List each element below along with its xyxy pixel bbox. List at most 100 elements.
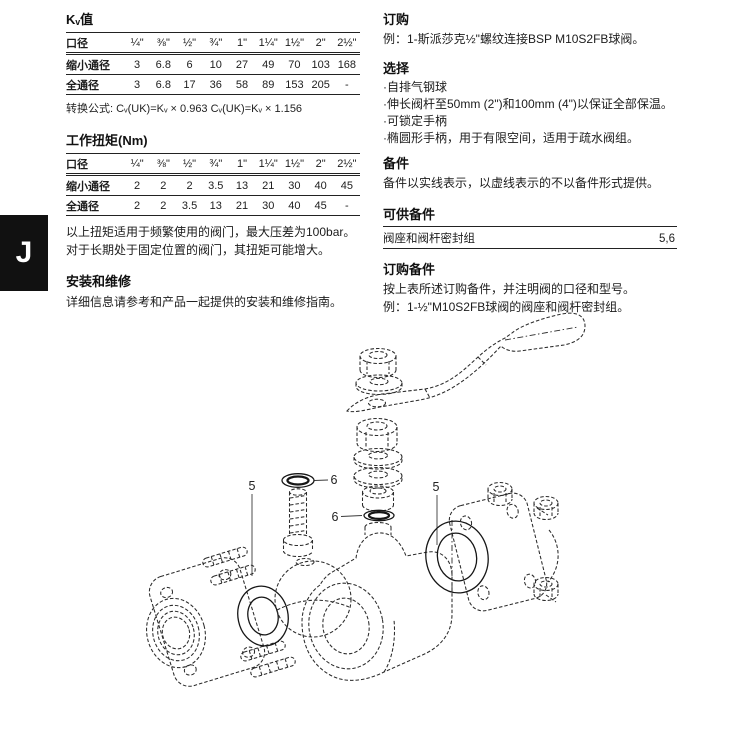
order-spares-line2: 例：1-½"M10S2FB球阀的阀座和阀杆密封组。 — [383, 300, 630, 314]
table-cell: 103 — [307, 53, 334, 75]
handle-top-nut — [359, 347, 397, 379]
table-cell: 30 — [255, 195, 282, 216]
option-item: ·自排气钢球 — [383, 80, 447, 94]
table-cell: 1½" — [281, 153, 308, 176]
options-list: ·自排气钢球 ·伸长阀杆至50mm (2")和100mm (4")以保证全部保温… — [383, 79, 677, 147]
table-cell: - — [333, 74, 360, 95]
order-heading: 订购 — [383, 12, 410, 27]
table-cell: 70 — [281, 53, 308, 75]
stem-nut — [356, 417, 398, 452]
section-tab-letter: J — [15, 236, 33, 269]
table-cell: 21 — [228, 195, 256, 216]
table-cell: ⅜" — [150, 32, 177, 55]
order-spares-heading: 订购备件 — [383, 262, 436, 277]
table-cell: 2" — [307, 32, 334, 55]
table-cell: 3 — [124, 74, 151, 95]
kv-table-title: Kᵥ值 — [66, 12, 94, 27]
order-example: 例：1-斯派莎克½"螺纹连接BSP M10S2FB球阀。 — [383, 32, 645, 46]
torque-note-line2: 对于长期处于固定位置的阀门，其扭矩可能增大。 — [66, 243, 331, 257]
table-cell: 1½" — [281, 32, 308, 55]
table-cell: 168 — [333, 53, 360, 75]
table-cell: 3 — [124, 53, 151, 75]
body-neck — [364, 521, 392, 535]
stem-seal — [363, 509, 395, 522]
table-cell: 6.8 — [150, 53, 177, 75]
table-cell: 17 — [176, 74, 203, 95]
right-column: 订购 例：1-斯派莎克½"螺纹连接BSP M10S2FB球阀。 选择 ·自排气钢… — [383, 9, 677, 316]
right-end-connector — [448, 492, 559, 612]
table-cell: 3.5 — [202, 174, 229, 196]
label-6-upper: 6 — [331, 473, 338, 487]
install-text: 详细信息请参考和产品一起提供的安装和维修指南。 — [66, 295, 343, 309]
table-cell: 2½" — [333, 32, 360, 55]
table-cell: ⅜" — [150, 153, 177, 176]
label-5-right: 5 — [433, 480, 440, 494]
table-cell: 45 — [333, 174, 360, 196]
spares-text: 备件以实线表示，以虚线表示的不以备件形式提供。 — [383, 176, 660, 190]
exploded-valve-diagram: 5 6 6 5 — [146, 312, 586, 687]
torque-table-title: 工作扭矩(Nm) — [66, 133, 148, 148]
row-label: 缩小通径 — [66, 53, 124, 75]
kv-conversion-formula: 转换公式: Cᵥ(UK)=Kᵥ × 0.963 Cᵥ(UK)=Kᵥ × 1.15… — [66, 103, 303, 115]
handle-lever — [346, 312, 586, 413]
options-heading: 选择 — [383, 61, 410, 76]
table-cell: 1" — [228, 153, 256, 176]
spares-heading: 备件 — [383, 156, 410, 171]
table-cell: ½" — [176, 32, 203, 55]
table-cell: 13 — [228, 174, 256, 196]
table-cell: - — [333, 195, 360, 216]
gland-bushing — [361, 485, 395, 512]
table-cell: ¾" — [202, 153, 229, 176]
table-cell: 205 — [307, 74, 334, 95]
table-cell: 2½" — [333, 153, 360, 176]
table-cell: 2" — [307, 153, 334, 176]
label-5-left: 5 — [249, 479, 256, 493]
label-6-lower: 6 — [332, 510, 339, 524]
table-cell: 153 — [281, 74, 308, 95]
left-end-connector — [146, 557, 266, 687]
table-cell: 13 — [202, 195, 229, 216]
table-cell: 3.5 — [176, 195, 203, 216]
table-cell: 89 — [255, 74, 282, 95]
table-cell: 2 — [150, 195, 177, 216]
row-label: 全通径 — [66, 195, 124, 216]
left-seat-ring — [237, 585, 289, 647]
row-label: 口径 — [66, 32, 124, 55]
stem-washer-2 — [353, 466, 403, 489]
table-cell: 6.8 — [150, 74, 177, 95]
option-item: ·伸长阀杆至50mm (2")和100mm (4")以保证全部保温。 — [383, 97, 673, 111]
valve-body — [301, 532, 453, 681]
table-cell: 30 — [281, 174, 308, 196]
table-cell: 2 — [124, 174, 151, 196]
table-cell: 2 — [124, 195, 151, 216]
gland-screw — [282, 488, 314, 557]
table-cell: 36 — [202, 74, 229, 95]
table-cell: 21 — [255, 174, 282, 196]
table-cell: 1¼" — [255, 153, 282, 176]
table-cell: 1¼" — [255, 32, 282, 55]
leader-6-upper — [314, 479, 329, 481]
available-spares-heading: 可供备件 — [383, 204, 677, 227]
section-tab-j: J — [0, 215, 48, 291]
spare-item-ref: 5,6 — [659, 233, 675, 245]
order-spares-line1: 按上表所述订购备件，并注明阀的口径和型号。 — [383, 282, 636, 296]
table-cell: 58 — [228, 74, 256, 95]
install-heading: 安装和维修 — [66, 274, 132, 289]
flange-nuts — [487, 481, 559, 602]
table-cell: 10 — [202, 53, 229, 75]
table-cell: 40 — [307, 174, 334, 196]
option-item: ·可锁定手柄 — [383, 114, 447, 128]
spare-item-name: 阀座和阀杆密封组 — [383, 233, 475, 245]
option-item: ·椭圆形手柄，用于有限空间，适用于疏水阀组。 — [383, 131, 639, 145]
row-label: 全通径 — [66, 74, 124, 95]
ball — [274, 557, 352, 638]
row-label: 缩小通径 — [66, 174, 124, 196]
table-cell: 49 — [255, 53, 282, 75]
